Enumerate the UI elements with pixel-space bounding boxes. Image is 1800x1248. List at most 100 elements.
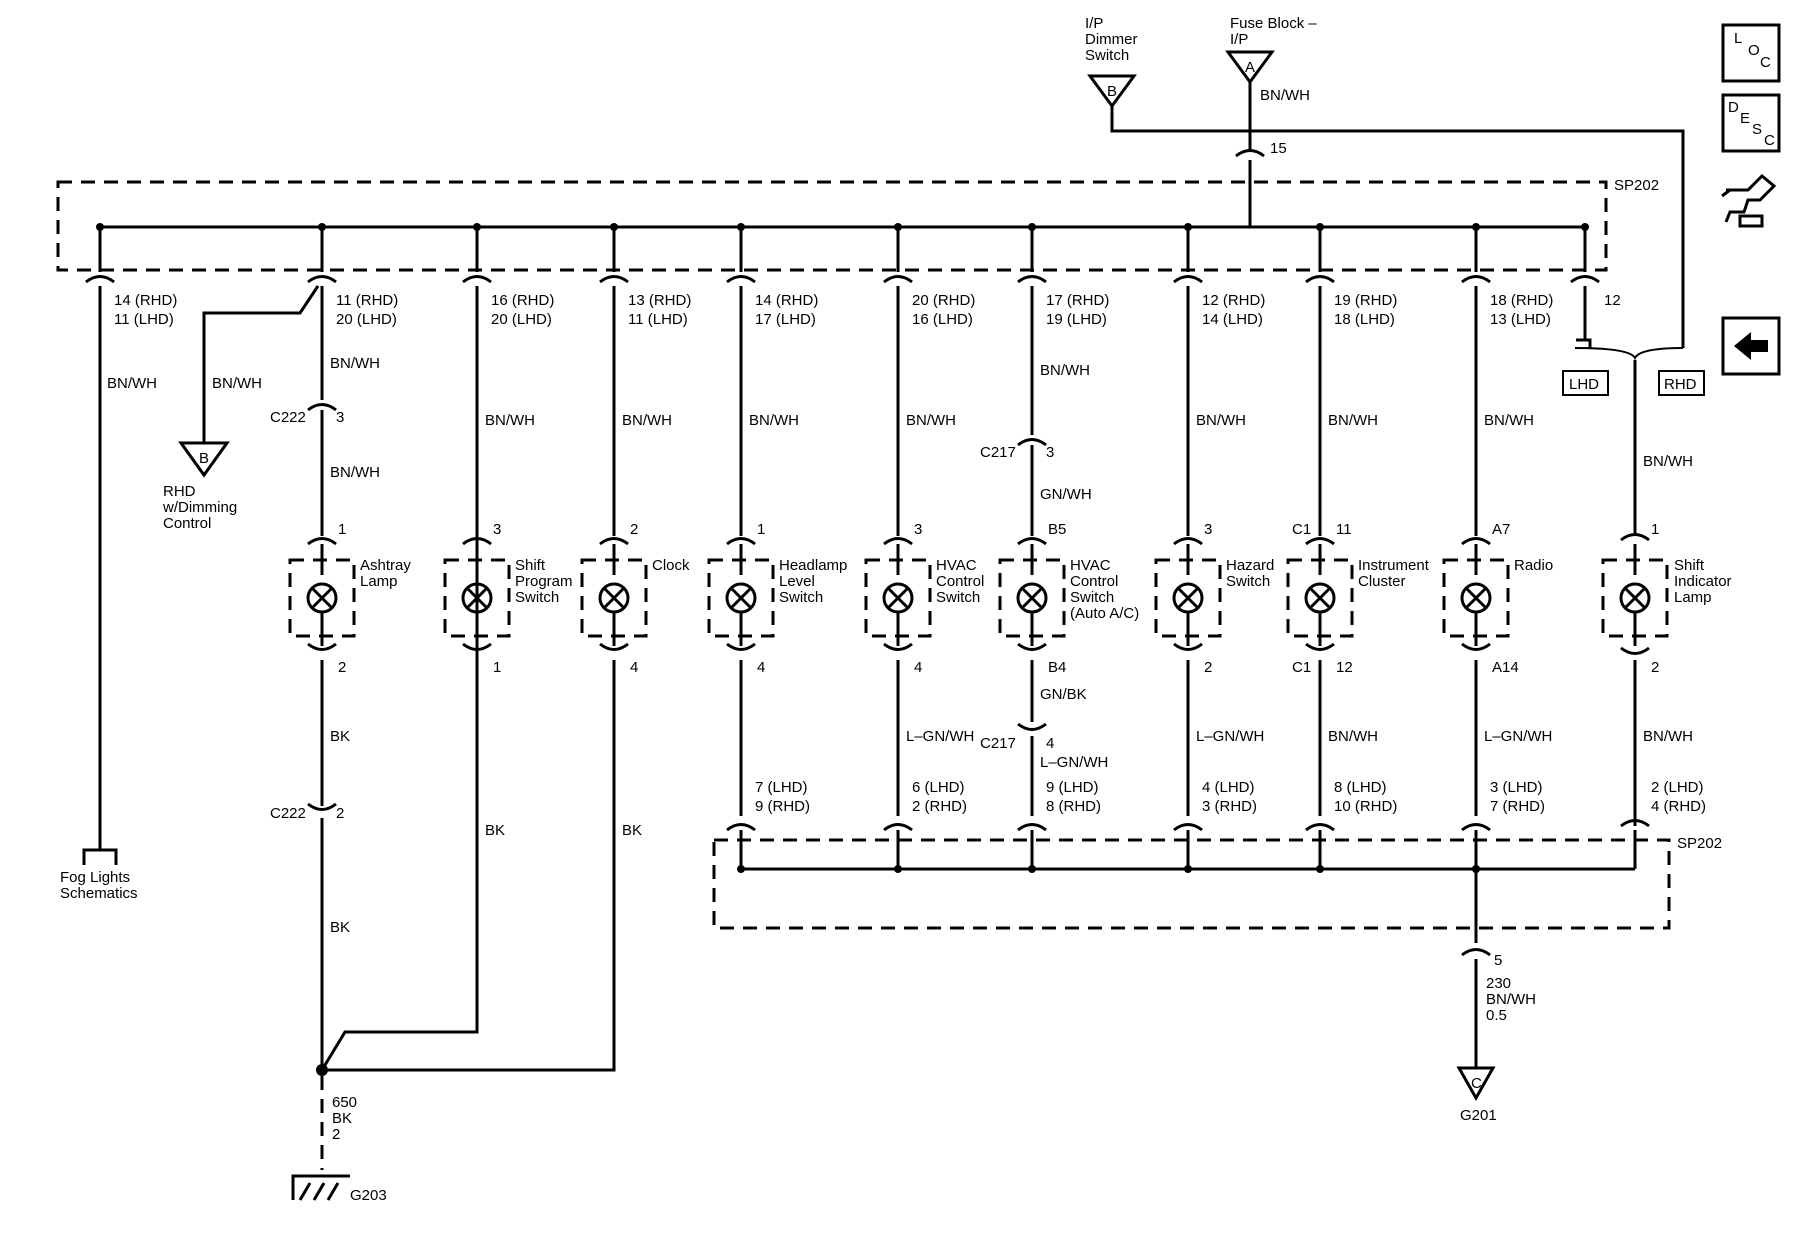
branch-3-wire1: BN/WH (622, 412, 672, 429)
svg-text:S: S (1752, 121, 1762, 138)
back-button[interactable] (1721, 316, 1781, 376)
ground-g201: 5 230 BN/WH 0.5 C G201 (1456, 865, 1536, 1124)
shift-indicator-branch: 12 LHD RHD BN/WH 1 Shift Indicator Lamp … (1562, 223, 1732, 869)
branch-8-wire1: BN/WH (1328, 412, 1378, 429)
branch-2-lamp-pin-top: 3 (493, 521, 501, 538)
desc-button[interactable]: D E S C (1721, 93, 1781, 153)
branch-1-lamp-label-2: Lamp (360, 573, 398, 590)
branch-4-lamp-label-3: Switch (779, 589, 823, 606)
rhd-dim-label-3: Control (163, 515, 211, 532)
branch-5-top-pin-1: 20 (RHD) (912, 292, 975, 309)
branch-6-lamp-bot-connector (1017, 642, 1047, 651)
branch-5-lamp-label-1: HVAC (936, 557, 977, 574)
g201-label-1: 230 (1486, 975, 1511, 992)
branch-5-top-connector (883, 275, 913, 284)
branch-7-lamp-pin-top: 3 (1204, 521, 1212, 538)
branch-4-bot-pin-1: 7 (LHD) (755, 779, 808, 796)
branch-1-lamp-bot-connector (307, 642, 337, 651)
g201-label-3: 0.5 (1486, 1007, 1507, 1024)
branch-4-bot-pin-2: 9 (RHD) (755, 798, 810, 815)
branch-7-bot-pin-2: 3 (RHD) (1202, 798, 1257, 815)
branch-8-lamp-label-1: Instrument (1358, 557, 1430, 574)
branch-8-bot-connector (1305, 823, 1335, 832)
branch-8-lamp-pin-top: 11 (1336, 521, 1352, 538)
branch-6-conn2 (1017, 722, 1047, 731)
lhd-label: LHD (1569, 376, 1599, 393)
branch-7-lamp-top-connector (1173, 537, 1203, 546)
rhd-dimming-branch: BN/WH B RHD w/Dimming Control (162, 285, 320, 532)
loc-icon[interactable] (1721, 23, 1781, 83)
shift-ind-bot-pin-1: 2 (LHD) (1651, 779, 1704, 796)
loc-button[interactable]: L O C (1721, 23, 1781, 83)
g201-name: G201 (1460, 1107, 1497, 1124)
dimmer-switch-connector: I/P Dimmer Switch B (1085, 15, 1250, 133)
branch-4-top-pin-1: 14 (RHD) (755, 292, 818, 309)
branch-1-conn2-pin: 2 (336, 805, 344, 822)
rhd-dim-label-1: RHD (163, 483, 196, 500)
branch-6-wire1: BN/WH (1040, 362, 1090, 379)
branch-6-bot-connector (1017, 823, 1047, 832)
shift-ind-label-2: Indicator (1674, 573, 1732, 590)
g201-pin: 5 (1494, 952, 1502, 969)
svg-text:E: E (1740, 110, 1750, 127)
branch-5-wire1: BN/WH (906, 412, 956, 429)
splice-sp202-top (56, 180, 1608, 272)
fuse-wire-color: BN/WH (1260, 87, 1310, 104)
branch-1-conn1-pin: 3 (336, 409, 344, 426)
branch-4-lamp-pin-top: 1 (757, 521, 765, 538)
branch-6-conn1-pin: 3 (1046, 444, 1054, 461)
connector-icon[interactable] (1721, 173, 1777, 228)
branch-1-wire2: BN/WH (330, 464, 380, 481)
branch-5-lamp-label-2: Control (936, 573, 984, 590)
branch-7-bulb-x2 (1176, 586, 1200, 610)
branch-5-lamp-label-3: Switch (936, 589, 980, 606)
desc-icon[interactable] (1721, 93, 1781, 153)
branch-3-lamp-label-1: Clock (652, 557, 690, 574)
branch-9-wire1: BN/WH (1484, 412, 1534, 429)
branch-1-wire3: BK (330, 728, 350, 745)
branch-6-bulb-x2 (1020, 586, 1044, 610)
branch-3-lamp-top-connector (599, 537, 629, 546)
fuse-label-1: Fuse Block – (1230, 15, 1317, 32)
shift-ind-pin-bot: 2 (1651, 659, 1659, 676)
branch-4-lamp-label-1: Headlamp (779, 557, 847, 574)
rhd-dim-wire: BN/WH (212, 375, 262, 392)
branch-6-wire4: L–GN/WH (1040, 754, 1108, 771)
svg-text:O: O (1748, 42, 1760, 59)
shift-ind-bot-pin-2: 4 (RHD) (1651, 798, 1706, 815)
rhd-dim-letter: B (199, 450, 209, 467)
branch-8-top-pin-2: 18 (LHD) (1334, 311, 1395, 328)
branch-2-lamp-pin-bot: 1 (493, 659, 501, 676)
branch-6-top-pin-1: 17 (RHD) (1046, 292, 1109, 309)
branch-9-bot-pin-1: 3 (LHD) (1490, 779, 1543, 796)
shift-ind-wire-bot: BN/WH (1643, 728, 1693, 745)
branch-1-bulb-x2 (310, 586, 334, 610)
branch-5-bot-connector (883, 823, 913, 832)
branch-8-lamp-top-connector (1305, 537, 1335, 546)
branch-1-conn2-label: C222 (270, 805, 306, 822)
branch-7-bot-connector (1173, 823, 1203, 832)
dimmer-label-2: Dimmer (1085, 31, 1138, 48)
branch-8-bot-pin-2: 10 (RHD) (1334, 798, 1397, 815)
branch-8-lamp-pin-bot: 12 (1336, 659, 1353, 676)
connector-view-button[interactable] (1721, 173, 1777, 228)
fog-label-2: Schematics (60, 885, 138, 902)
branch-5-lamp-top-connector (883, 537, 913, 546)
branch-9-top-connector (1461, 275, 1491, 284)
branch-1-top-pin-2: 20 (LHD) (336, 311, 397, 328)
branch-6-wire2: GN/WH (1040, 486, 1092, 503)
branch-9-wire3: L–GN/WH (1484, 728, 1552, 745)
branch-7-bot-pin-1: 4 (LHD) (1202, 779, 1255, 796)
branch-8-lamp-pin-bot-prefix: C1 (1292, 659, 1311, 676)
branch-8-bulb-x2 (1308, 586, 1332, 610)
shift-ind-top-pin: 12 (1604, 292, 1621, 309)
branch-4-top-connector (726, 275, 756, 284)
branch-5-top-pin-2: 16 (LHD) (912, 311, 973, 328)
rhd-box (1658, 370, 1705, 396)
branch-9-bot-pin-2: 7 (RHD) (1490, 798, 1545, 815)
svg-text:L: L (1734, 30, 1742, 47)
g201-letter: C (1471, 1075, 1482, 1092)
branch-6-lamp-label-4: (Auto A/C) (1070, 605, 1139, 622)
